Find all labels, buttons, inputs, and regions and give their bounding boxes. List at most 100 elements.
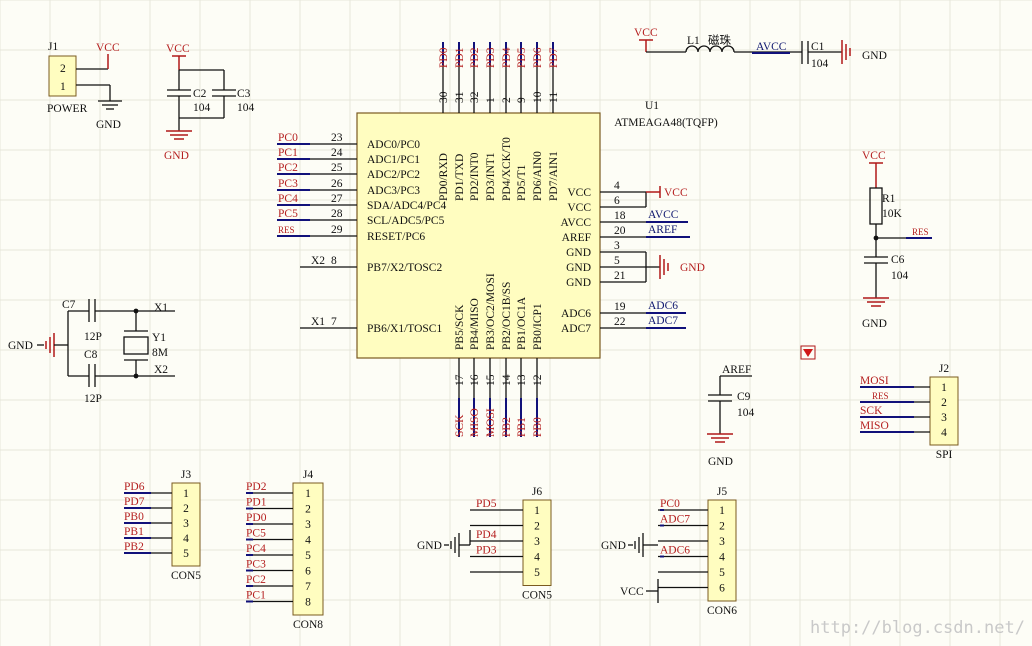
j4-pin-number: 8 <box>305 597 311 609</box>
inductor-icon <box>685 45 735 53</box>
j5-net-label: ADC7 <box>660 514 690 526</box>
j5-pin-number: 1 <box>719 505 725 517</box>
crystal-icon <box>123 336 149 355</box>
u1-net-label: PB0 <box>532 417 544 437</box>
c2-ref: C2 <box>193 88 207 100</box>
r1-value: 10K <box>882 208 903 220</box>
u1-pin-function: PD2/INT0 <box>469 152 481 201</box>
j1-name: POWER <box>47 103 88 115</box>
connectors: J2SPI1MOSI2RES3SCK4MISOJ3CON51PD62PD73PB… <box>124 363 959 631</box>
u1-pin-number: 1 <box>485 97 497 103</box>
y1-ref: Y1 <box>152 332 166 344</box>
j3-net-label: PD6 <box>124 481 145 493</box>
j4-pin-number: 4 <box>305 535 311 547</box>
u1-pin-function: PD3/INT1 <box>485 152 497 201</box>
j3-body <box>171 482 201 567</box>
j2-body <box>929 376 959 446</box>
u1-pin-function: PD5/T1 <box>516 164 528 201</box>
u1-net-label: PC4 <box>278 193 298 205</box>
xtal-gnd-label: GND <box>8 340 33 352</box>
j2-net-label: RES <box>872 391 889 401</box>
u1-pin-function: ADC7 <box>561 323 591 335</box>
j5-pin-number: 2 <box>719 521 725 533</box>
j4-ref: J4 <box>303 469 313 481</box>
u1-net-label: AVCC <box>648 209 679 221</box>
u1-pin-function: PD7/AIN1 <box>548 151 560 201</box>
j5-ref: J5 <box>717 486 727 498</box>
u1-pin-number: 25 <box>331 162 343 174</box>
j4-pin-number: 7 <box>305 581 311 593</box>
u1-net-label: AREF <box>648 224 677 236</box>
j6-pin-number: 3 <box>534 536 540 548</box>
ground-icon <box>166 130 192 140</box>
j4-pin-number: 2 <box>305 504 311 516</box>
u1-pin-number: 24 <box>331 147 343 159</box>
u1-net-label: MISO <box>469 408 481 437</box>
reset-gnd-label: GND <box>862 318 887 330</box>
j2-pin-number: 2 <box>941 397 947 409</box>
j2-pin-number: 3 <box>941 412 947 424</box>
u1-pin-number: 29 <box>331 224 343 236</box>
c2c3-vcc-label: VCC <box>166 43 190 55</box>
u1-net-label: MOSI <box>485 408 497 437</box>
u1-pin-number: 4 <box>614 180 620 192</box>
decoupling-caps-c2-c3[interactable]: VCC C2 104 C3 104 GND <box>164 43 255 162</box>
u1-pin-number: 7 <box>331 316 337 328</box>
u1-part: ATMEAGA48(TQFP) <box>614 117 718 129</box>
u1-pin-function: VCC <box>567 202 591 214</box>
u1-net-label: PC1 <box>278 147 298 159</box>
u1-pin-number: 5 <box>614 255 620 267</box>
u1-pin-number: 10 <box>532 91 544 103</box>
u1-net-label: X1 <box>311 316 325 328</box>
u1-pins: 23ADC0/PC0PC024ADC1/PC1PC125ADC2/PC2PC22… <box>277 42 705 437</box>
l1-ref: L1 <box>687 35 700 47</box>
reset-circuit[interactable]: VCC R1 10K RES C6 104 GND <box>862 150 932 330</box>
aref-cap[interactable]: AREF C9 104 GND <box>707 364 755 468</box>
c3-value: 104 <box>237 102 255 114</box>
crystal-circuit[interactable]: GND C7 12P C8 12P Y1 8M X1 X2 <box>8 299 175 405</box>
j5-pin-number: 3 <box>719 536 725 548</box>
u1-pin-function: ADC1/PC1 <box>367 154 420 166</box>
j1-vcc-label: VCC <box>96 42 120 54</box>
u1-pin-function: AREF <box>562 232 591 244</box>
u1-net-label: ADC6 <box>648 300 678 312</box>
j1-gnd-label: GND <box>96 119 121 131</box>
u1-pin-function: PD4/XCK/T0 <box>501 137 513 201</box>
j5-pin-number: 5 <box>719 567 725 579</box>
j1-power-connector[interactable]: J1 2 1 POWER VCC GND <box>47 41 122 131</box>
c3-ref: C3 <box>237 88 251 100</box>
u1-pin-function: SCL/ADC5/PC5 <box>367 215 445 227</box>
u1-pin-number: 16 <box>469 374 481 386</box>
c2-value: 104 <box>193 102 211 114</box>
u1-pin-function: PB6/X1/TOSC1 <box>367 323 442 335</box>
u1-pin-function: GND <box>566 262 591 274</box>
r1-ref: R1 <box>882 193 896 205</box>
j5-pin-number: 4 <box>719 552 725 564</box>
c6-value: 104 <box>891 270 909 282</box>
u1-pin-number: 32 <box>469 91 481 103</box>
u1-pin-function: ADC2/PC2 <box>367 169 420 181</box>
j6-pin-number: 5 <box>534 567 540 579</box>
avcc-filter[interactable]: VCC L1 磁珠 AVCC C1 104 GND <box>634 27 887 70</box>
j3-pin-number: 4 <box>183 533 189 545</box>
u1-net-label: PC5 <box>278 208 298 220</box>
j3-ref: J3 <box>181 469 191 481</box>
j3-pin-number: 2 <box>183 503 189 515</box>
l1-gnd-label: GND <box>862 50 887 62</box>
u1-net-label: GND <box>680 262 705 274</box>
j4-net-label: PC4 <box>246 543 266 555</box>
j4-net-label: PD1 <box>246 497 267 509</box>
u1-microcontroller[interactable]: U1 ATMEAGA48(TQFP) 23ADC0/PC0PC024ADC1/P… <box>277 42 718 437</box>
j4-pin-number: 5 <box>305 550 311 562</box>
u1-pin-function: RESET/PC6 <box>367 231 425 243</box>
c9-value: 104 <box>737 407 755 419</box>
reset-net-label: RES <box>912 227 929 237</box>
c8-value: 12P <box>84 393 102 405</box>
j5-body <box>707 499 737 602</box>
